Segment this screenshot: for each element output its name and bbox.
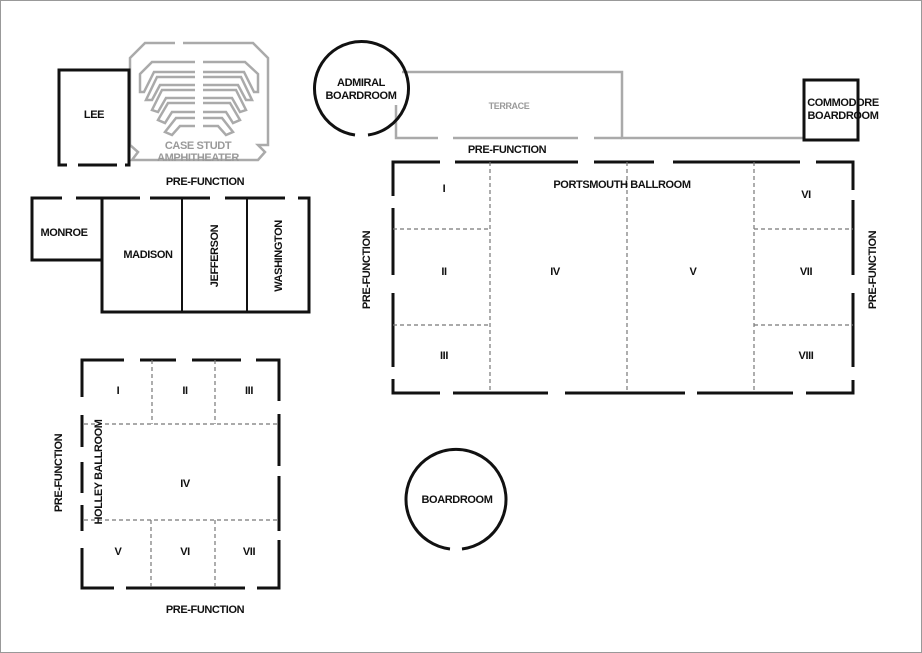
prefunction-label: PRE-FUNCTION — [53, 433, 65, 512]
terrace[interactable]: TERRACE — [394, 70, 803, 140]
portsmouth-section-vi[interactable]: VI — [801, 189, 811, 201]
amphitheater-label-2: AMPHITHEATER — [157, 152, 239, 164]
portsmouth-title: PORTSMOUTH BALLROOM — [553, 179, 690, 191]
commodore-label-2: BOARDROOM — [808, 110, 879, 122]
holley-section-iv[interactable]: IV — [180, 478, 191, 490]
room-washington[interactable]: WASHINGTON — [273, 220, 285, 292]
admiral-label-2: BOARDROOM — [326, 90, 397, 102]
prefunction-label: PRE-FUNCTION — [166, 604, 245, 616]
holley-section-v[interactable]: V — [115, 546, 123, 558]
portsmouth-section-ii[interactable]: II — [441, 266, 447, 278]
holley-section-ii[interactable]: II — [182, 385, 188, 397]
portsmouth-section-v[interactable]: V — [690, 266, 698, 278]
commodore-label: COMMODORE — [807, 97, 879, 109]
room-madison[interactable]: MADISON — [123, 249, 173, 261]
holley-ballroom[interactable]: HOLLEY BALLROOM I II III IV V VI VII — [80, 358, 281, 590]
prefunction-label: PRE-FUNCTION — [166, 176, 245, 188]
portsmouth-section-iv[interactable]: IV — [550, 266, 561, 278]
portsmouth-section-iii[interactable]: III — [440, 350, 449, 362]
prefunction-label: PRE-FUNCTION — [867, 230, 879, 309]
room-jefferson[interactable]: JEFFERSON — [209, 224, 221, 287]
admiral-label: ADMIRAL — [337, 77, 386, 89]
holley-section-vii[interactable]: VII — [243, 546, 256, 558]
meeting-rooms-row: MONROE MADISON JEFFERSON WASHINGTON — [30, 196, 311, 314]
boardroom-label: BOARDROOM — [422, 494, 493, 506]
portsmouth-section-viii[interactable]: VIII — [799, 350, 815, 362]
room-boardroom[interactable]: BOARDROOM — [404, 447, 508, 551]
lee-label: LEE — [84, 109, 104, 121]
portsmouth-section-i[interactable]: I — [443, 183, 446, 195]
room-monroe[interactable]: MONROE — [40, 227, 88, 239]
amphitheater-label: CASE STUDT — [165, 140, 232, 152]
terrace-label: TERRACE — [489, 101, 530, 111]
holley-title: HOLLEY BALLROOM — [93, 419, 105, 524]
amphitheater[interactable]: CASE STUDT AMPHITHEATER — [128, 41, 270, 164]
holley-section-vi[interactable]: VI — [180, 546, 190, 558]
room-lee[interactable]: LEE — [57, 68, 131, 167]
holley-section-i[interactable]: I — [117, 385, 120, 397]
room-commodore-boardroom[interactable]: COMMODORE BOARDROOM — [802, 78, 879, 142]
portsmouth-section-vii[interactable]: VII — [800, 266, 813, 278]
portsmouth-ballroom[interactable]: PORTSMOUTH BALLROOM I II III IV V VI VII… — [391, 160, 855, 395]
holley-section-iii[interactable]: III — [245, 385, 254, 397]
prefunction-label: PRE-FUNCTION — [361, 230, 373, 309]
prefunction-label: PRE-FUNCTION — [468, 144, 547, 156]
room-admiral-boardroom[interactable]: ADMIRAL BOARDROOM — [313, 39, 410, 137]
